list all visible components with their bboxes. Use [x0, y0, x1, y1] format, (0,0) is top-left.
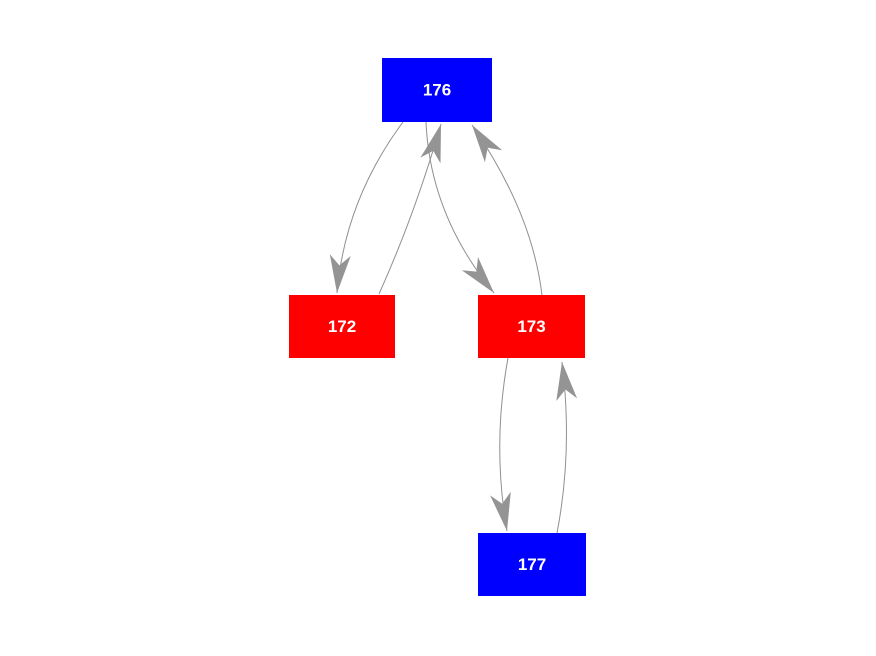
node-177: 177: [478, 533, 586, 596]
edge-176-to-172: [336, 121, 404, 294]
node-173-label: 173: [517, 317, 545, 336]
node-173-box: [478, 295, 585, 358]
node-177-label: 177: [518, 555, 546, 574]
arrowhead-177-to-173-icon: [556, 362, 578, 401]
node-176-label: 176: [423, 81, 451, 100]
arrowhead-173-to-177-icon: [490, 491, 511, 531]
arrowhead-176-to-173-icon: [461, 257, 494, 293]
arrowhead-173-to-176-icon: [472, 125, 503, 163]
node-177-box: [478, 533, 586, 596]
node-172: 172: [289, 295, 395, 358]
node-172-box: [289, 295, 395, 358]
arrowhead-172-to-176-icon: [420, 124, 441, 164]
node-176-box: [382, 58, 492, 122]
arrowhead-176-to-172-icon: [329, 254, 351, 293]
node-172-label: 172: [328, 317, 356, 336]
node-173: 173: [478, 295, 585, 358]
node-176: 176: [382, 58, 492, 122]
